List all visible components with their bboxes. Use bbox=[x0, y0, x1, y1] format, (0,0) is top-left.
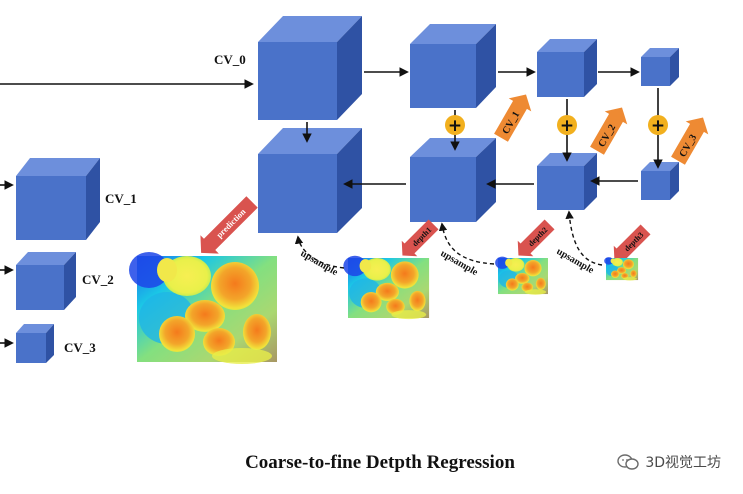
depthmap-depth1 bbox=[343, 255, 430, 320]
depth2-tag: depth2 bbox=[517, 219, 555, 257]
depth-maps bbox=[129, 252, 639, 364]
prediction-tag-text: prediction bbox=[214, 206, 248, 240]
diagram-caption: Coarse-to-fine Detpth Regression bbox=[245, 452, 515, 473]
cube-top-4 bbox=[641, 48, 679, 86]
cv3-tag: CV_3 bbox=[671, 117, 709, 165]
cube-cv1 bbox=[16, 158, 100, 240]
cube-top-2 bbox=[410, 24, 496, 108]
cv3-label: CV_3 bbox=[64, 340, 96, 355]
plus-circle-icon: + bbox=[445, 115, 465, 136]
wechat-logo-icon bbox=[617, 454, 640, 470]
cv2-label: CV_2 bbox=[82, 272, 114, 287]
cube-cv3 bbox=[16, 324, 54, 363]
watermark: 3D视觉工坊 bbox=[617, 452, 721, 472]
cv-level-cubes bbox=[16, 158, 100, 363]
top-row-cubes bbox=[258, 16, 679, 120]
fusion-nodes: + + + bbox=[445, 115, 668, 136]
upsample-arrow-2 bbox=[438, 222, 495, 265]
plus-circle-icon: + bbox=[648, 115, 668, 136]
input-arrows bbox=[0, 79, 254, 348]
plus-circle-icon: + bbox=[557, 115, 577, 136]
cv0-label: CV_0 bbox=[214, 52, 246, 67]
upsample-arrow-1 bbox=[294, 235, 345, 269]
upsample-label-1: upsample bbox=[299, 248, 341, 278]
cube-top-1 bbox=[258, 16, 362, 120]
cube-top-3 bbox=[537, 39, 597, 97]
watermark-text: 3D视觉工坊 bbox=[645, 455, 721, 471]
bottom-row-cubes bbox=[258, 128, 679, 233]
cube-bottom-1 bbox=[258, 128, 362, 233]
depthmap-depth2 bbox=[495, 256, 548, 295]
cv1-tag: CV_1 bbox=[494, 94, 532, 142]
prediction-tag: prediction bbox=[200, 196, 258, 254]
depthmap-prediction bbox=[129, 252, 277, 364]
cube-bottom-3 bbox=[537, 153, 597, 210]
cv1-label: CV_1 bbox=[105, 191, 137, 206]
upsample-label-3: upsample bbox=[555, 246, 597, 276]
plus-symbol: + bbox=[651, 116, 665, 136]
depth1-tag: depth1 bbox=[401, 219, 439, 257]
cube-bottom-2 bbox=[410, 138, 496, 222]
cv-labels: CV_0 CV_1 CV_2 CV_3 bbox=[64, 52, 246, 355]
depth-tags: prediction depth1 depth2 depth3 bbox=[200, 196, 651, 262]
depthmap-depth3 bbox=[604, 257, 639, 281]
upsample-label-2: upsample bbox=[439, 248, 481, 278]
cube-bottom-4 bbox=[641, 162, 679, 200]
cv2-tag: CV_2 bbox=[590, 107, 628, 155]
cv-tags: CV_1 CV_2 CV_3 bbox=[494, 94, 709, 165]
upsample-arrow-3 bbox=[565, 210, 603, 266]
plus-symbol: + bbox=[560, 116, 574, 136]
cube-cv2 bbox=[16, 252, 76, 310]
plus-symbol: + bbox=[448, 116, 462, 136]
